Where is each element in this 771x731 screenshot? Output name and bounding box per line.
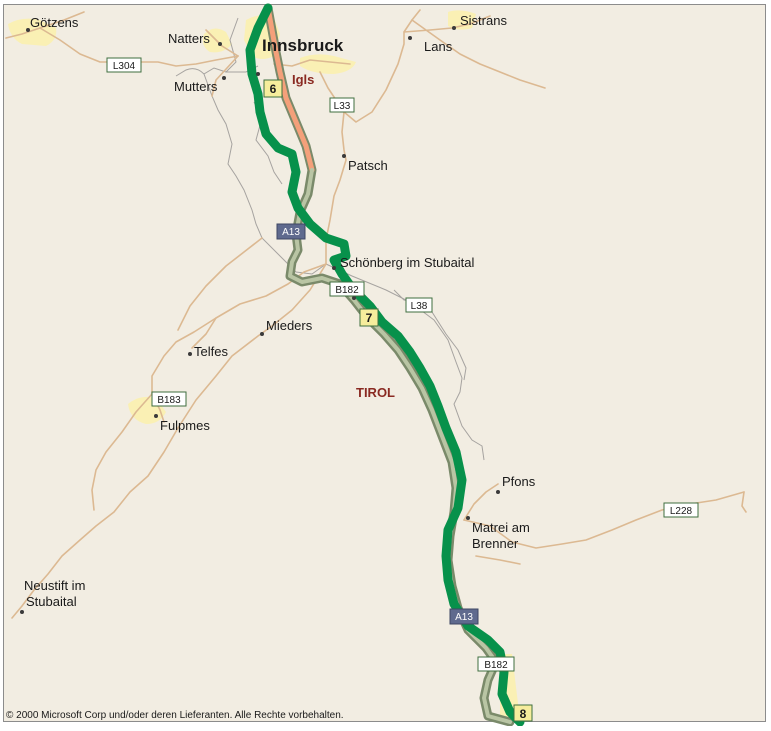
place-label-patsch: Patsch [348, 158, 388, 173]
place-label-natters: Natters [168, 31, 210, 46]
place-label-matrei-1: Matrei am [472, 520, 530, 535]
place-dots [20, 26, 500, 614]
svg-text:B182: B182 [335, 285, 359, 296]
city-label-innsbruck: Innsbruck [262, 36, 344, 55]
road-shield-b183: B183 [151, 391, 187, 407]
svg-text:A13: A13 [455, 612, 473, 623]
place-label-gotzens: Götzens [30, 15, 79, 30]
svg-text:L38: L38 [411, 301, 428, 312]
motorway-a13-gray [288, 168, 512, 724]
road-shield-l38: L38 [405, 297, 433, 313]
place-label-neustift-1: Neustift im [24, 578, 85, 593]
exit-marker-6: 6 [263, 79, 283, 98]
svg-text:L304: L304 [113, 61, 136, 72]
svg-text:L228: L228 [670, 506, 693, 517]
region-label-tirol: TIROL [356, 385, 395, 400]
svg-text:6: 6 [270, 82, 277, 96]
svg-text:8: 8 [520, 707, 527, 721]
road-shield-l228: L228 [663, 502, 699, 518]
place-label-matrei-2: Brenner [472, 536, 519, 551]
road-shield-a13-south: A13 [449, 608, 479, 625]
place-label-neustift-2: Stubaital [26, 594, 77, 609]
svg-text:7: 7 [366, 311, 373, 325]
copyright-backdrop [4, 708, 464, 721]
place-label-lans: Lans [424, 39, 453, 54]
land-background [4, 5, 765, 721]
motorway-a13-orange [265, 5, 315, 173]
place-label-sistrans: Sistrans [460, 13, 507, 28]
road-shield-b182-north: B182 [329, 281, 365, 297]
svg-text:L33: L33 [334, 101, 351, 112]
road-shield-b182-south: B182 [477, 656, 515, 672]
place-label-telfes: Telfes [194, 344, 228, 359]
place-label-fulpmes: Fulpmes [160, 418, 210, 433]
svg-text:B182: B182 [484, 660, 508, 671]
place-label-mieders: Mieders [266, 318, 313, 333]
copyright-text: © 2000 Microsoft Corp und/oder deren Lie… [6, 710, 344, 721]
exit-marker-8: 8 [513, 704, 533, 722]
road-shield-l304: L304 [106, 57, 142, 73]
road-shield-a13-north: A13 [276, 223, 306, 240]
place-label-pfons: Pfons [502, 474, 536, 489]
road-shield-l33: L33 [329, 97, 355, 113]
place-label-schonberg: Schönberg im Stubaital [340, 255, 475, 270]
svg-text:A13: A13 [282, 227, 300, 238]
map-border [3, 4, 766, 722]
exit-marker-7: 7 [359, 308, 379, 327]
svg-text:B183: B183 [157, 395, 181, 406]
place-label-mutters: Mutters [174, 79, 218, 94]
highlight-label-igls: Igls [292, 72, 314, 87]
